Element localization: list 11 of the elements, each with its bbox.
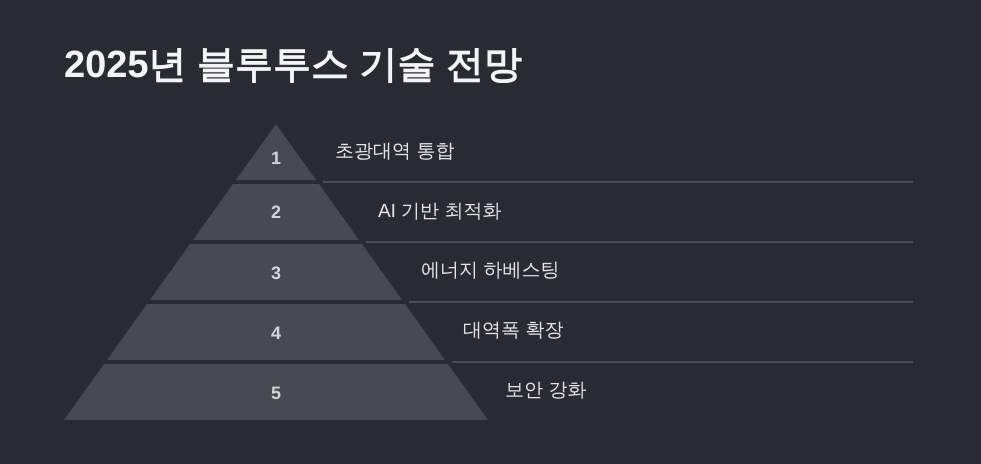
- layer-label: 초광대역 통합: [335, 140, 454, 164]
- title: 2025년 블루투스 기술 전망: [64, 43, 522, 88]
- layer-label: 보안 강화: [505, 379, 586, 403]
- layer-number: 2: [271, 201, 281, 223]
- layer-label: 대역폭 확장: [463, 319, 564, 343]
- layer-number: 3: [271, 262, 281, 284]
- layer-number: 4: [271, 322, 281, 344]
- layer-number: 5: [271, 382, 281, 404]
- layer-label: AI 기반 최적화: [378, 200, 502, 224]
- layer-label: 에너지 하베스팅: [421, 259, 560, 283]
- layer-number: 1: [271, 147, 281, 169]
